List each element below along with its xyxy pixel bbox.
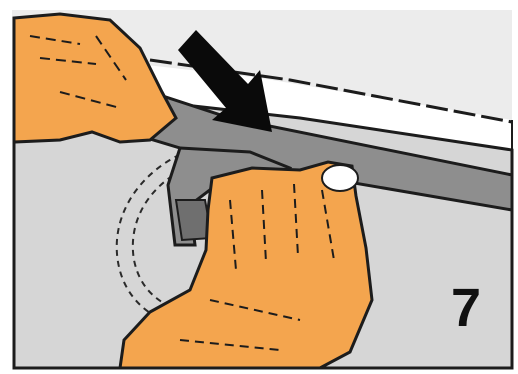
step-number-label: 7 [438, 278, 494, 338]
